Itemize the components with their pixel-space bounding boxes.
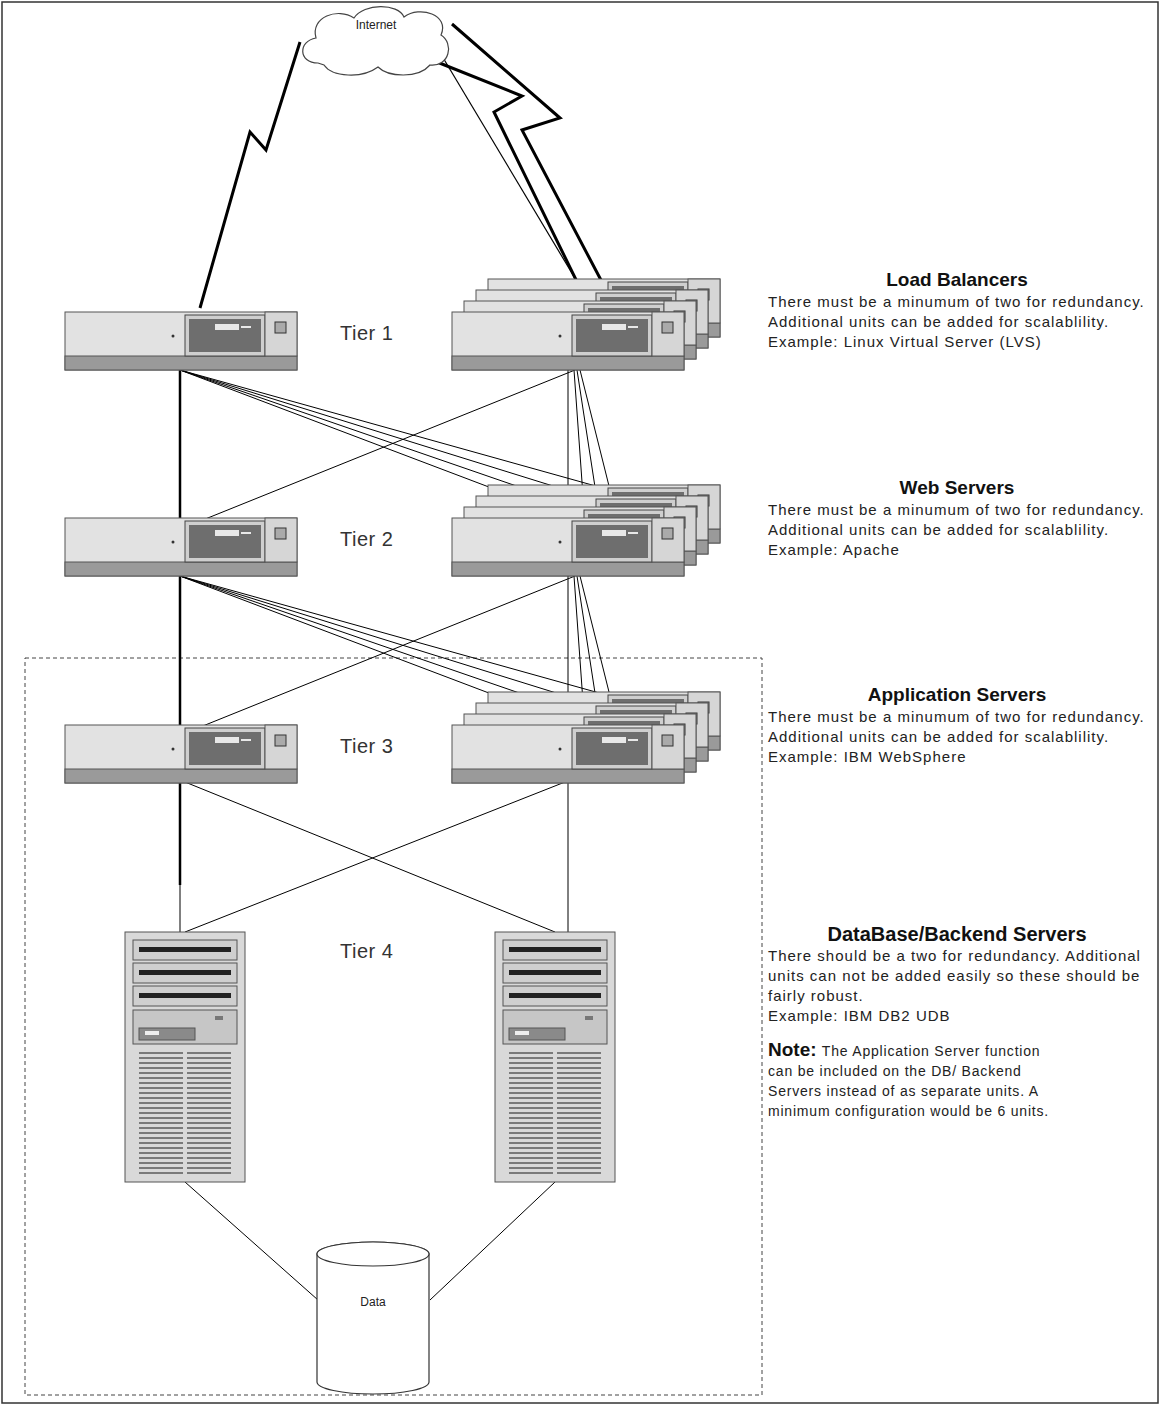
node-label: Data xyxy=(315,1294,431,1310)
section-heading: Web Servers xyxy=(768,476,1146,500)
text-group: Application ServersThere must be a minum… xyxy=(768,683,1146,767)
link-line xyxy=(442,56,588,300)
description: There should be a two for redundancy. Ad… xyxy=(768,946,1146,1006)
text-group: Tier 3 xyxy=(340,734,440,758)
dashed-group-outline xyxy=(25,658,762,1395)
section-heading: Load Balancers xyxy=(768,268,1146,292)
text-group: DataBase/Backend ServersThere should be … xyxy=(768,922,1146,1026)
internet-cloud: Internet xyxy=(296,3,456,79)
cylinder-top xyxy=(317,1242,429,1266)
description: There must be a minumum of two for redun… xyxy=(768,707,1146,747)
cylinder-outline xyxy=(315,1240,431,1396)
text-group: Tier 4 xyxy=(340,939,440,963)
cloud-outline xyxy=(296,3,456,79)
note-heading: Note: xyxy=(768,1039,822,1060)
description: There must be a minumum of two for redun… xyxy=(768,292,1146,332)
description: There must be a minumum of two for redun… xyxy=(768,500,1146,540)
data-cylinder: Data xyxy=(315,1240,431,1396)
server-units xyxy=(65,279,720,1182)
example-line: Example: IBM WebSphere xyxy=(768,747,1146,767)
cloud-shape xyxy=(303,7,449,75)
tier-label: Tier 1 xyxy=(340,321,440,345)
text-group: Tier 2 xyxy=(340,527,440,551)
cylinder-body xyxy=(317,1242,429,1394)
tier-label: Tier 3 xyxy=(340,734,440,758)
text-group: Tier 1 xyxy=(340,321,440,345)
tier-label: Tier 4 xyxy=(340,939,440,963)
example-line: Example: Apache xyxy=(768,540,1146,560)
example-line: Example: IBM DB2 UDB xyxy=(768,1006,1146,1026)
text-group: Note: The Application Server function ca… xyxy=(768,1040,1068,1121)
tier-label: Tier 2 xyxy=(340,527,440,551)
node-label: Internet xyxy=(296,17,456,33)
text-group: Load BalancersThere must be a minumum of… xyxy=(768,268,1146,352)
example-line: Example: Linux Virtual Server (LVS) xyxy=(768,332,1146,352)
text-group: Web ServersThere must be a minumum of tw… xyxy=(768,476,1146,560)
section-heading: Application Servers xyxy=(768,683,1146,707)
section-heading: DataBase/Backend Servers xyxy=(768,922,1146,946)
